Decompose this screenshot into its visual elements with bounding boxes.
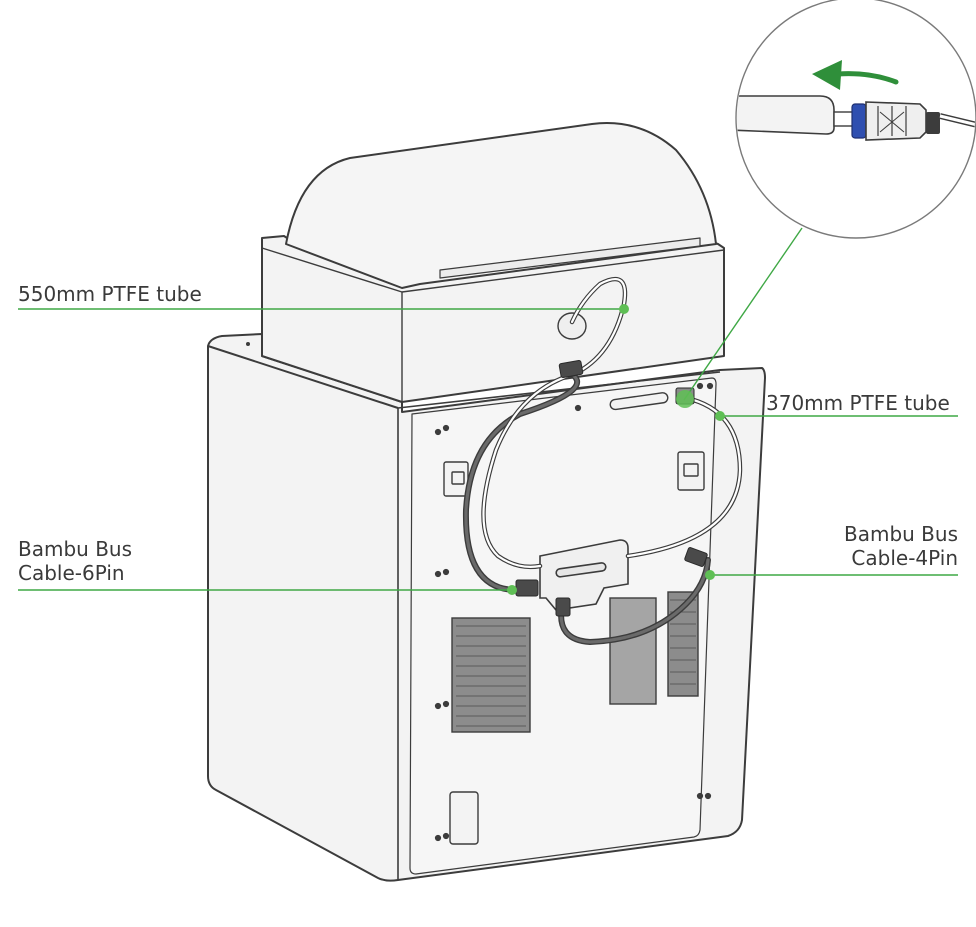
label-bambu-bus-6pin: Bambu Bus Cable-6Pin	[18, 537, 132, 585]
ptfe-tubes	[481, 277, 743, 570]
callout-dot-550	[619, 304, 629, 314]
callout-dot-zoom	[676, 390, 694, 408]
bambu-bus-cables	[462, 369, 711, 646]
label-bambu-bus-4pin: Bambu Bus Cable-4Pin	[844, 522, 958, 570]
back-panel-details	[434, 382, 714, 845]
label-4pin-line2: Cable-4Pin	[851, 546, 958, 570]
ams-upper-shell	[246, 122, 725, 403]
label-6pin-line2: Cable-6Pin	[18, 561, 125, 585]
callout-line-zoom	[683, 227, 803, 401]
callout-dot-4pin	[705, 570, 715, 580]
zoom-inset	[735, 0, 976, 239]
vent-grille	[456, 599, 696, 727]
arrow-left-icon	[812, 60, 899, 90]
label-370mm-ptfe-tube: 370mm PTFE tube	[766, 391, 950, 415]
label-6pin-line1: Bambu Bus	[18, 537, 133, 561]
callout-dots	[507, 304, 725, 595]
callout-dot-6pin	[507, 585, 517, 595]
label-550mm-ptfe-tube: 550mm PTFE tube	[18, 282, 202, 306]
label-4pin-line1: Bambu Bus	[843, 522, 958, 546]
cable-hub-module	[539, 539, 629, 611]
coupler-collet	[851, 103, 867, 139]
callout-dot-370	[715, 411, 725, 421]
callout-lines	[18, 227, 958, 591]
